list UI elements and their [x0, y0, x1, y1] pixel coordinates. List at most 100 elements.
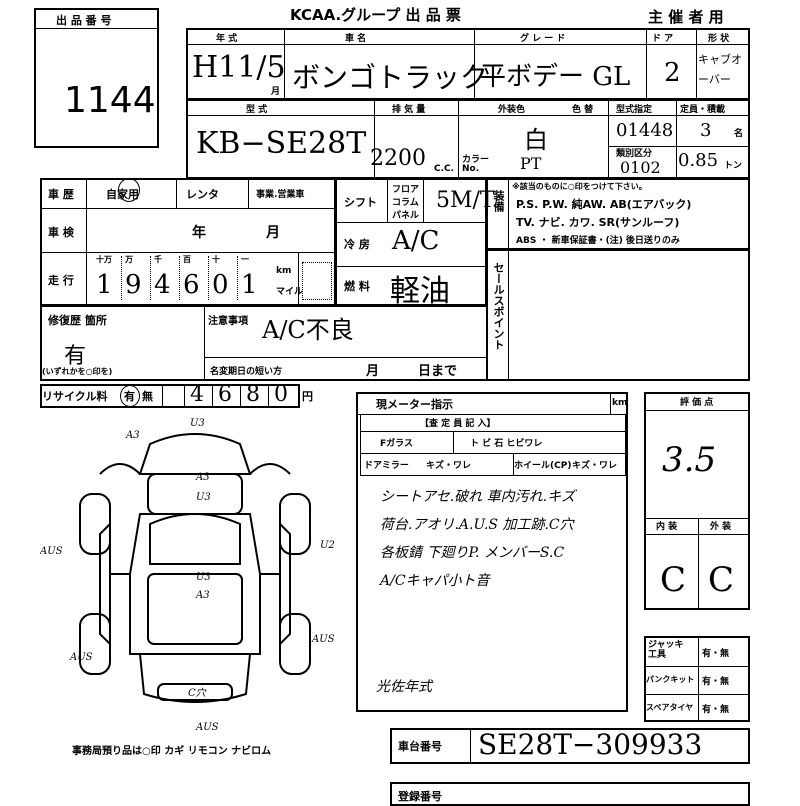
recycle-digit: 0 — [274, 382, 288, 407]
ac-label: 冷 房 — [344, 238, 370, 251]
mileage-digit: 6 — [183, 270, 200, 300]
options-line3: ABS ・ 新車保証書・(注) 後日送りのみ — [516, 236, 680, 246]
score-label: 評 価 点 — [680, 398, 714, 408]
diagram-mark: AUS — [195, 722, 219, 733]
repair-label: 修復歴 箇所 — [48, 314, 107, 327]
mileage-label: 走 行 — [48, 274, 74, 287]
glass-label: Fガラス — [380, 439, 413, 449]
mileage-unit-label: 万 — [125, 255, 133, 264]
inspection-year: 年 — [192, 225, 206, 241]
recycle-none: 無 — [142, 390, 153, 403]
jack-value: 有・無 — [702, 649, 730, 659]
shift-option: パネル — [392, 211, 420, 221]
year-value: H11/5 — [192, 50, 286, 85]
fuel-label: 燃 料 — [344, 280, 370, 293]
keys-note: 事務局預り品は○印 カギ リモコン ナビロム — [72, 746, 272, 757]
puncture-value: 有・無 — [702, 677, 730, 687]
load-value: 0.85 — [678, 150, 719, 171]
grade-value: 平ボデー GL — [480, 62, 631, 92]
recycle-divider — [184, 384, 185, 408]
diagram-mark: U3 — [196, 492, 211, 503]
repair-value: 有 — [64, 344, 87, 369]
score-value: 3.5 — [662, 440, 717, 480]
glass-values: ト ビ 石 ヒビワレ — [470, 439, 543, 449]
registration-box — [390, 782, 750, 806]
capacity-value: 3 — [700, 120, 712, 141]
exterior-value: C — [708, 560, 735, 600]
mileage-divider — [208, 256, 210, 300]
displacement-unit: C.C. — [434, 164, 455, 174]
lot-number-box: 出 品 番 号 1144 — [34, 8, 159, 148]
inspector-box — [360, 414, 626, 476]
exterior-color-label: 外装色 — [498, 105, 526, 115]
spare-label: スペアタイヤ — [646, 703, 694, 712]
options-line2: TV. ナビ. カワ. SR(サンルーフ) — [516, 216, 680, 229]
caution-value: A/C不良 — [262, 316, 354, 344]
color-no-label: カラー No. — [462, 155, 490, 174]
diagram-mark: U2 — [320, 540, 335, 551]
mileage-unit-label: 十万 — [96, 255, 112, 264]
score-box — [644, 392, 750, 610]
mileage-digit: 1 — [96, 270, 113, 300]
sales-point-box — [486, 249, 750, 381]
model-designation-value: 01448 — [616, 120, 674, 141]
repair-note: (いずれかを○印を) — [42, 367, 113, 376]
diagram-mark: C穴 — [188, 687, 207, 699]
organizer-label: 主 催 者 用 — [648, 8, 724, 26]
recycle-divider — [268, 384, 269, 408]
chassis-box — [390, 728, 750, 764]
lot-number-label: 出 品 番 号 — [56, 14, 112, 27]
recycle-digit: 4 — [190, 382, 204, 407]
jack-label: ジャッキ工具 — [648, 640, 684, 660]
transfer-label: 名変期日の短い方 — [210, 367, 283, 377]
doors-value: 2 — [664, 58, 681, 88]
chassis-label: 車台番号 — [398, 740, 442, 753]
options-label: 装備 — [492, 190, 505, 212]
shape-value: キャブオーバー — [698, 53, 742, 86]
category-label: 類別区分 — [616, 149, 653, 159]
history-label: 車 歴 — [48, 188, 74, 201]
mileage-digit: 4 — [154, 270, 171, 300]
shift-value: 5M/T — [436, 188, 495, 213]
sheet-title: KCAA.グループ 出 品 票 — [290, 6, 461, 24]
mileage-km-checkbox[interactable] — [302, 262, 332, 300]
recycle-digit: 8 — [246, 382, 260, 407]
mirror-values: キズ・ワレ — [426, 461, 472, 471]
sales-point-label: セールスポイント — [492, 262, 505, 350]
history-circle — [118, 178, 140, 202]
puncture-label: パンクキット — [646, 675, 695, 684]
mileage-unit-label: 十 — [212, 255, 220, 264]
doors-label: ド ア — [652, 34, 674, 44]
shape-label: 形 状 — [708, 34, 730, 44]
wheel-label: ホイール(CP) — [514, 461, 572, 471]
transfer-month: 月 — [366, 364, 380, 379]
exterior-color-value: 白 — [524, 126, 548, 154]
wheel-values: キズ・ワレ — [572, 461, 618, 471]
mileage-unit-label: 百 — [183, 255, 191, 264]
history-business: 事業.営業車 — [256, 190, 305, 200]
color-code-label: 色 替 — [572, 105, 594, 115]
diagram-mark: A3 — [195, 472, 210, 483]
model-name-value: ボンゴトラック — [292, 61, 489, 94]
mileage-divider — [121, 256, 123, 300]
ac-value: A/C — [392, 226, 440, 256]
inspector-note: 各板錆 下廻りP. メンバーS.C — [380, 545, 565, 561]
mileage-unit-label: 一 — [241, 255, 249, 264]
repair-box — [40, 305, 488, 381]
diagram-mark: A3 — [125, 430, 140, 441]
diagram-mark: AUS — [69, 652, 93, 663]
inspection-month: 月 — [266, 225, 280, 241]
model-name-label: 車 名 — [345, 34, 367, 44]
accessories-box — [644, 636, 750, 722]
history-rental: レンタ — [186, 188, 219, 201]
shift-option: フロア — [392, 185, 420, 195]
mileage-divider — [179, 256, 181, 300]
signature: 光佐年式 — [376, 679, 432, 695]
recycle-divider — [240, 384, 241, 408]
interior-label: 内 装 — [656, 522, 678, 532]
spare-value: 有・無 — [702, 705, 730, 715]
load-unit: トン — [724, 161, 743, 171]
inspector-title: 【査 定 員 記 入】 — [420, 419, 496, 429]
mileage-digit: 1 — [241, 270, 258, 300]
fuel-value: 軽油 — [390, 274, 450, 309]
